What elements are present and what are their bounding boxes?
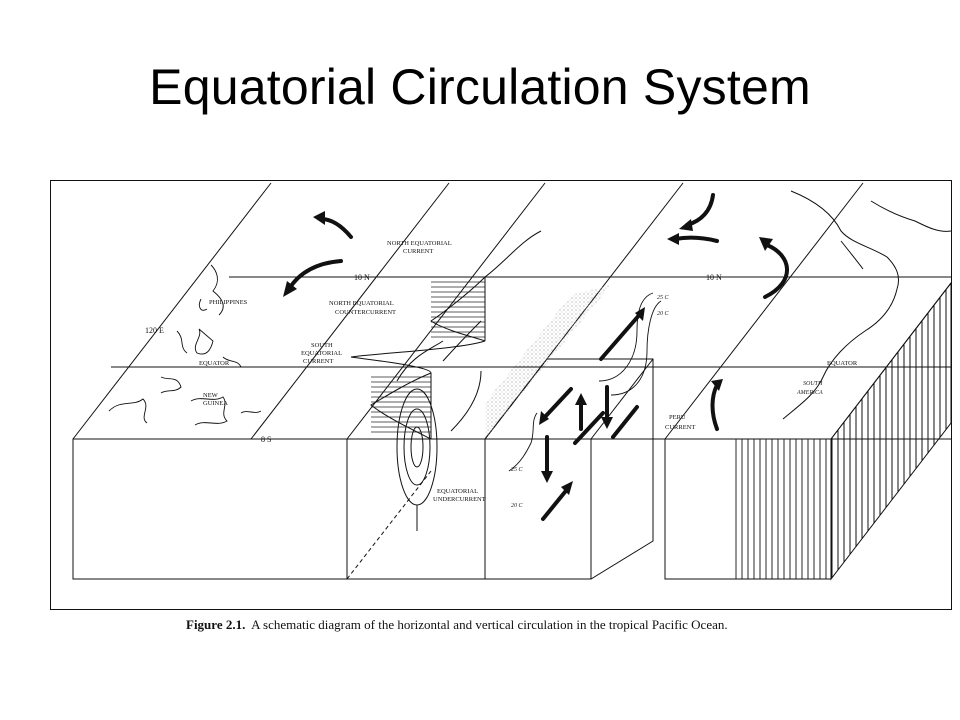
label-lon-120e: 120 E	[145, 326, 164, 335]
label-equator-right: EQUATOR	[827, 360, 858, 367]
label-south-equatorial-current-3: CURRENT	[303, 358, 333, 365]
label-north-equatorial-countercurrent-1: NORTH EQUATORIAL	[329, 300, 394, 307]
vertical-arrowheads	[539, 307, 645, 495]
arrowhead-cell-3	[575, 393, 587, 405]
label-peru-current-1: PERU	[669, 414, 686, 421]
label-new-guinea-1: NEW	[203, 392, 219, 399]
label-south-equatorial-current-2: EQUATORIAL	[301, 350, 342, 357]
figure-caption: Figure 2.1. A schematic diagram of the h…	[186, 617, 946, 633]
label-north-equatorial-current-2: CURRENT	[403, 248, 433, 255]
label-new-guinea-2: GUINEA	[203, 400, 228, 407]
arrow-cell-2	[541, 387, 573, 421]
thermocline-stripes-front	[733, 439, 831, 579]
label-equator-left: EQUATOR	[199, 360, 230, 367]
arrow-east-mid	[673, 235, 719, 243]
label-north-equatorial-countercurrent-2: COUNTERCURRENT	[335, 309, 396, 316]
arrowheads	[283, 211, 773, 391]
arrow-cell-8	[541, 485, 571, 521]
stippled-region	[485, 285, 611, 439]
label-temp-20c-a: 20 C	[657, 311, 670, 317]
arrowhead-cell-4	[601, 417, 613, 429]
label-temp-25c-b: 25 C	[511, 467, 524, 473]
arrow-cell-1	[599, 311, 643, 361]
label-lat-10n-left: 10 N	[354, 273, 370, 282]
arrowhead-nec-upper	[313, 211, 325, 225]
arrow-nec-lower	[287, 259, 343, 291]
slide-title: Equatorial Circulation System	[149, 59, 811, 115]
label-south-equatorial-current-1: SOUTH	[311, 342, 333, 349]
arrowhead-cell-8	[561, 481, 573, 495]
arrow-nec-upper	[319, 217, 353, 239]
arrowhead-cell-6	[541, 471, 553, 483]
thermocline-stripes-side	[831, 283, 951, 579]
arrowhead-peru-north	[759, 237, 773, 251]
vertical-circulation-arrows	[541, 311, 643, 521]
label-south-america-1: SOUTH	[803, 381, 823, 387]
label-peru-current-2: CURRENT	[665, 424, 695, 431]
diagram-svg: NORTH EQUATORIAL CURRENT 10 N 10 N PHILI…	[72, 182, 951, 581]
coastline-asia	[108, 264, 262, 426]
undercurrent-contours	[396, 320, 482, 531]
arrowhead-peru-current	[711, 379, 723, 391]
label-equatorial-undercurrent-1: EQUATORIAL	[437, 488, 478, 495]
caption-label: Figure 2.1.	[186, 617, 246, 632]
arrow-cell-7	[573, 411, 605, 445]
arrowhead-cell-2	[539, 411, 549, 425]
circulation-diagram: NORTH EQUATORIAL CURRENT 10 N 10 N PHILI…	[50, 180, 952, 610]
label-equatorial-undercurrent-2: UNDERCURRENT	[433, 496, 486, 503]
label-temp-25c-a: 25 C	[657, 295, 670, 301]
label-lat-10n-right: 10 N	[706, 273, 722, 282]
caption-text: A schematic diagram of the horizontal an…	[251, 617, 728, 632]
label-north-equatorial-current-1: NORTH EQUATORIAL	[387, 240, 452, 247]
arrowhead-east-mid	[667, 233, 679, 245]
label-lat-8s: 8 S	[261, 435, 271, 444]
arrowhead-nec-lower	[283, 281, 297, 297]
arrowhead-east-top	[679, 219, 693, 231]
coastline-americas	[782, 190, 951, 420]
arrow-cell-5	[611, 405, 639, 439]
label-philippines: PHILIPPINES	[209, 299, 248, 306]
label-temp-20c-b: 20 C	[511, 503, 524, 509]
label-south-america-2: AMERICA	[796, 390, 823, 396]
current-profile	[350, 230, 542, 440]
arrow-peru-current	[710, 383, 719, 431]
arrowhead-cell-1	[635, 307, 645, 321]
arrow-peru-north	[763, 243, 789, 299]
isotherm-curves	[508, 292, 662, 472]
